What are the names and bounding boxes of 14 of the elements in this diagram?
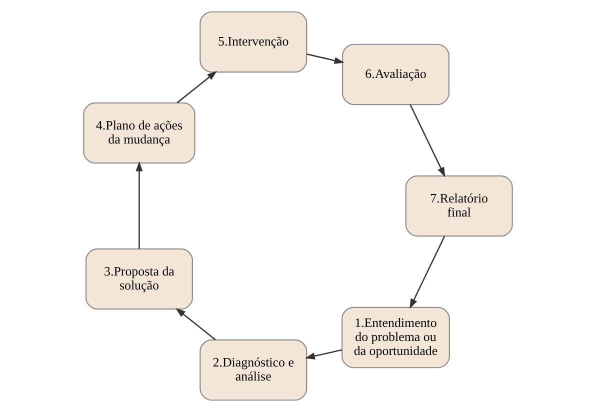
node-box: 3.Proposta da solução bbox=[85, 248, 193, 310]
node-box: 5.Intervenção bbox=[200, 11, 308, 73]
arrow bbox=[410, 236, 446, 309]
arrow bbox=[306, 54, 344, 64]
arrow bbox=[410, 104, 446, 178]
node-box: 7.Relatório final bbox=[405, 175, 513, 237]
arrow bbox=[304, 349, 342, 360]
node-box: 2.Diagnóstico e análise bbox=[200, 339, 308, 401]
arrow bbox=[176, 308, 216, 340]
node-box: 6.Avaliação bbox=[342, 44, 450, 106]
arrow bbox=[176, 70, 218, 104]
node-box: 1.Entendimento do problema ou da oportunidade bbox=[342, 306, 450, 368]
arrow bbox=[136, 161, 143, 249]
node-box: 4.Plano de ações da mudança bbox=[83, 102, 196, 164]
